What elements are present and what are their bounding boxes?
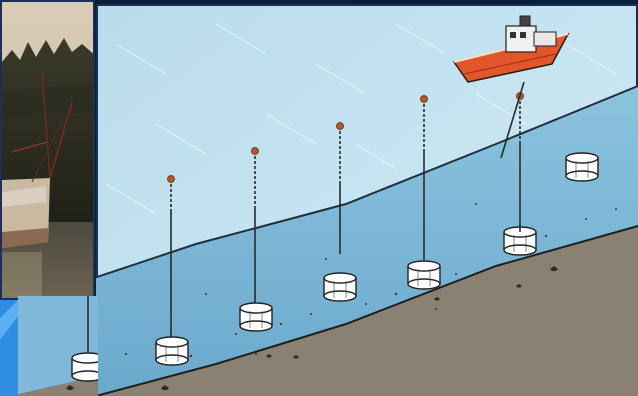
trap-line-diagram (96, 4, 638, 396)
diagram-lower-edge (18, 296, 98, 396)
fishing-boat-photo (0, 0, 95, 300)
